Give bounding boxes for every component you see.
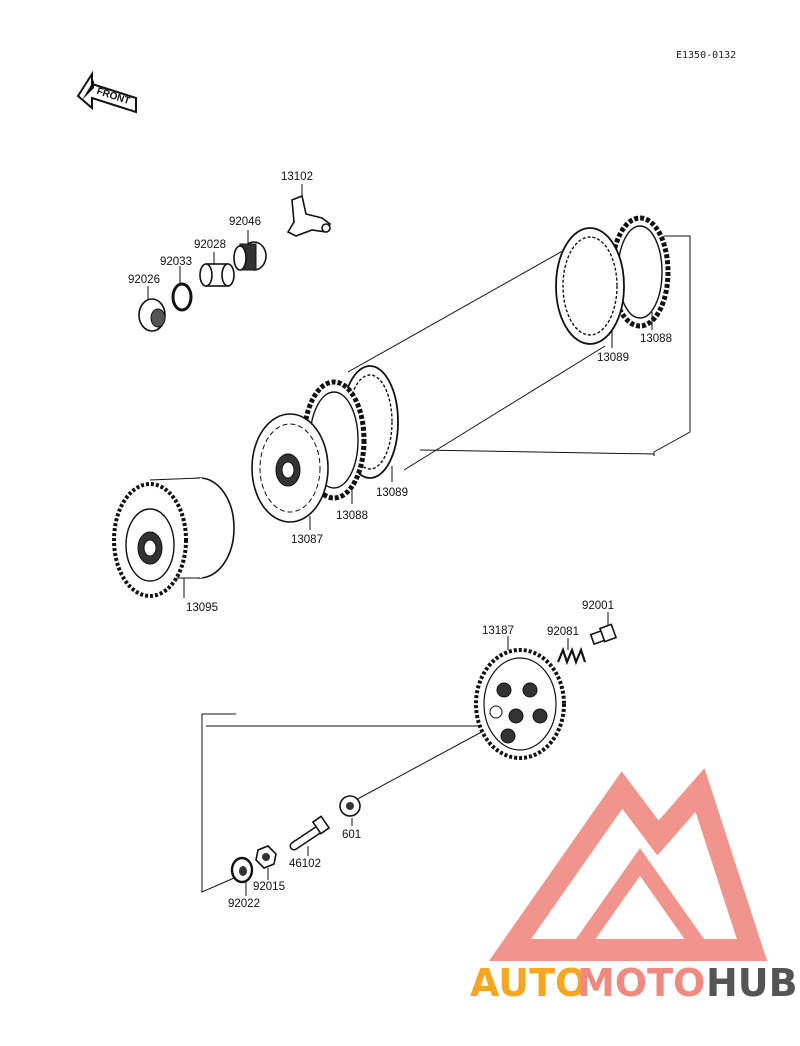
wordmark-hub: HUB [706,961,798,1005]
label-92022: 92022 [228,898,260,910]
part-92026-oil-seal [138,286,166,332]
wordmark-auto: AUTO [470,961,587,1005]
label-92046: 92046 [229,216,261,228]
automotohub-logo [488,768,768,961]
label-92033: 92033 [160,256,192,268]
front-arrow-icon: FRONT [76,70,137,114]
part-92081-spring [556,638,587,666]
label-13089-top: 13089 [597,352,629,364]
part-13088-friction-plate-top [609,215,671,330]
label-92026: 92026 [128,274,160,286]
part-92033-circlip [171,266,193,312]
label-92081: 92081 [547,626,579,638]
part-13089-steel-plate-top [555,227,625,348]
part-13095-clutch-housing [112,477,235,598]
label-46102: 46102 [289,858,321,870]
label-13089-mid: 13089 [376,487,408,499]
label-13187: 13187 [482,625,514,637]
part-46102-push-rod [289,815,331,856]
part-13102-lever [286,184,332,237]
label-92015: 92015 [253,881,285,893]
automotohub-wordmark: AUTO MOTO HUB [470,961,798,1005]
part-92046-needle-bearing [233,230,267,271]
assembly-lines-upper [347,235,691,471]
label-13088-top: 13088 [640,333,672,345]
part-92015-nut [255,845,277,880]
label-92028: 92028 [194,239,226,251]
part-92028-collar [199,252,235,287]
label-13087: 13087 [291,534,323,546]
label-92001: 92001 [582,600,614,612]
part-601-bearing [339,795,361,826]
part-13087-clutch-hub [251,413,329,530]
diagram-code: E1350-0132 [676,50,736,61]
wordmark-moto: MOTO [577,961,705,1005]
label-13095: 13095 [186,602,218,614]
part-92001-bolt [589,612,618,646]
label-601: 601 [342,829,361,841]
assembly-lines-lower [201,713,501,893]
label-13088-mid: 13088 [336,510,368,522]
part-92022-washer [230,856,254,896]
part-13187-pressure-plate [474,636,566,760]
label-13102: 13102 [281,171,313,183]
